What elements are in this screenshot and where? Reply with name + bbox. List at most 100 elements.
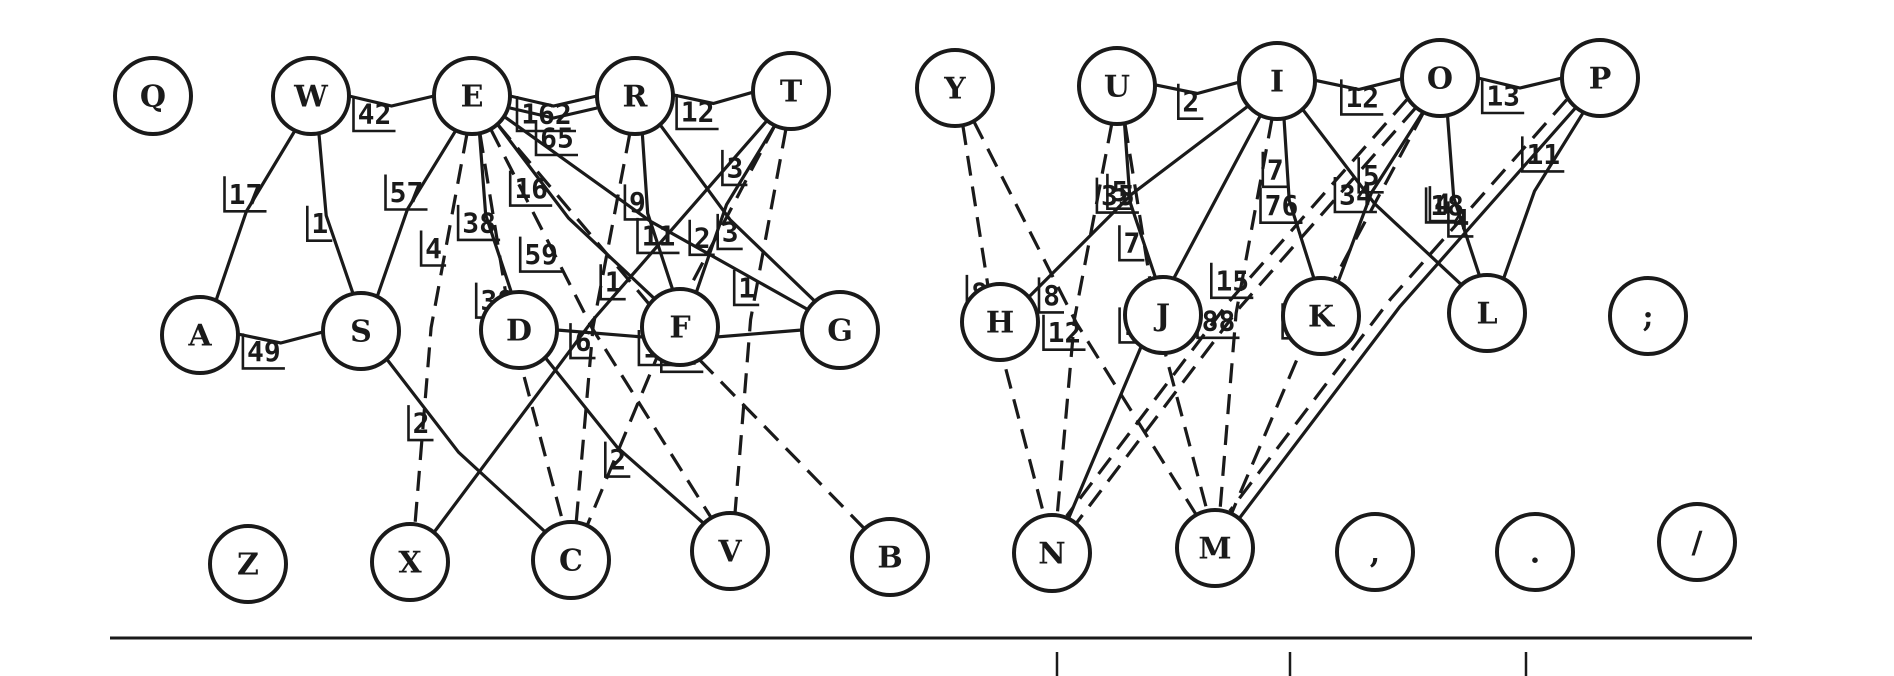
edge-label-bracket bbox=[1357, 157, 1384, 194]
edge-label-e-r-2: 65 bbox=[534, 120, 578, 157]
key-circle bbox=[1281, 276, 1361, 356]
edge-w-a bbox=[214, 129, 297, 302]
edge-value: 76 bbox=[1265, 189, 1299, 222]
edge-label-bracket bbox=[599, 264, 626, 301]
edge-label-t-f: 3 bbox=[721, 149, 748, 187]
edge-label-bracket bbox=[1480, 78, 1525, 115]
key-label: Z bbox=[237, 548, 259, 583]
key-label: G bbox=[827, 314, 853, 349]
edge-value: 59 bbox=[524, 238, 558, 271]
edge-label-bracket bbox=[688, 219, 715, 257]
edge-s-c bbox=[385, 358, 547, 534]
edge-y-m bbox=[972, 120, 1198, 516]
key-circle bbox=[113, 56, 193, 136]
edge-label-w-a: 17 bbox=[223, 176, 267, 213]
key-node-m: M bbox=[1175, 508, 1255, 588]
edge-label-bracket bbox=[636, 217, 680, 255]
edge-label-e-g: 11 bbox=[636, 217, 680, 255]
edge-label-p-m-2: 4 bbox=[1428, 186, 1455, 223]
key-node-i: I bbox=[1237, 41, 1317, 121]
edge-value: 4 bbox=[1452, 203, 1469, 236]
edge-label-bracket bbox=[1259, 187, 1303, 224]
edge-label-bracket bbox=[1340, 79, 1384, 116]
key-circle bbox=[1175, 508, 1255, 588]
key-circle bbox=[960, 282, 1040, 362]
edge-i-h bbox=[1027, 104, 1250, 299]
edge-label-u-n: 12 bbox=[1042, 314, 1086, 352]
key-node-j: J bbox=[1123, 275, 1203, 355]
key-circle bbox=[321, 291, 401, 371]
key-circle bbox=[850, 517, 930, 597]
edge-value: 5 bbox=[1111, 175, 1128, 208]
edge-label-bracket bbox=[518, 236, 563, 273]
edge-e-f bbox=[496, 123, 656, 300]
edge-r-f bbox=[640, 133, 675, 291]
edge-value: 65 bbox=[540, 122, 574, 155]
key-circle bbox=[1012, 513, 1092, 593]
edge-value: 5 bbox=[1363, 159, 1380, 192]
key-circle bbox=[751, 51, 831, 131]
edge-label-u-m: 7 bbox=[1118, 225, 1145, 262]
edge-label-d-v: 2 bbox=[603, 441, 631, 478]
key-circle bbox=[1447, 273, 1527, 353]
edge-o-l bbox=[1445, 115, 1482, 277]
edge-label-bracket bbox=[1447, 201, 1474, 238]
edge-o-p bbox=[1477, 76, 1563, 90]
edge-label-bracket bbox=[716, 213, 743, 251]
edge-value: 6 bbox=[575, 325, 592, 358]
edge-value: 11 bbox=[1526, 138, 1560, 171]
edge-u-i bbox=[1154, 80, 1240, 96]
edge-label-e-f: 16 bbox=[508, 170, 553, 207]
edge-label-a-s: 49 bbox=[241, 333, 285, 370]
key-circle bbox=[1608, 276, 1688, 356]
key-circle bbox=[370, 522, 450, 602]
key-circle bbox=[208, 524, 288, 604]
edge-i-m bbox=[1218, 118, 1274, 511]
key-label: K bbox=[1308, 300, 1335, 335]
key-circle bbox=[1400, 38, 1480, 118]
edge-label-bracket bbox=[1177, 83, 1204, 120]
connection-labels-layer: 4216265121714957381693313112124386591342… bbox=[223, 78, 1565, 478]
key-circle bbox=[1237, 41, 1317, 121]
edge-label-t-c: 2 bbox=[688, 219, 715, 257]
key-circle bbox=[595, 56, 675, 136]
edge-label-i-k: 7 bbox=[1261, 151, 1288, 189]
edge-e-r bbox=[509, 94, 598, 108]
key-label: B bbox=[877, 541, 902, 576]
edge-t-f bbox=[694, 124, 777, 294]
edge-value: 1 bbox=[738, 271, 755, 304]
edge-e-g bbox=[503, 115, 809, 311]
edge-value: 17 bbox=[229, 178, 263, 211]
connections-layer bbox=[214, 76, 1585, 534]
key-node-l: L bbox=[1447, 273, 1527, 353]
edge-value: 12 bbox=[1048, 316, 1082, 349]
edge-label-p-l: 11 bbox=[1521, 136, 1565, 173]
edge-label-u-j: 5 bbox=[1106, 173, 1133, 210]
key-node-slash: / bbox=[1657, 502, 1737, 582]
key-label: E bbox=[461, 80, 484, 115]
edge-w-e bbox=[348, 94, 435, 108]
edge-label-e-r: 162 bbox=[515, 96, 576, 133]
key-label: A bbox=[187, 319, 212, 354]
edge-value: 35 bbox=[1101, 179, 1135, 212]
edge-label-u-i: 2 bbox=[1177, 83, 1204, 120]
edge-label-bracket bbox=[623, 184, 650, 221]
edge-label-bracket bbox=[1095, 177, 1139, 214]
key-node-s: S bbox=[321, 291, 401, 371]
key-label: C bbox=[559, 544, 583, 579]
edge-t-v bbox=[733, 128, 788, 514]
key-node-comma: , bbox=[1335, 512, 1415, 592]
key-circle bbox=[690, 511, 770, 591]
edge-p-l bbox=[1501, 111, 1585, 280]
edge-value: 7 bbox=[1267, 153, 1284, 186]
edge-i-o bbox=[1314, 77, 1403, 92]
edge-label-bracket bbox=[1042, 314, 1086, 352]
key-label: Y bbox=[943, 72, 966, 107]
edge-label-w-e: 42 bbox=[352, 96, 396, 133]
edge-value: 38 bbox=[462, 206, 496, 239]
edge-r-t bbox=[672, 90, 754, 106]
key-label: I bbox=[1270, 65, 1284, 100]
edge-label-r-f: 9 bbox=[623, 184, 650, 221]
edge-value: 11 bbox=[642, 219, 676, 252]
